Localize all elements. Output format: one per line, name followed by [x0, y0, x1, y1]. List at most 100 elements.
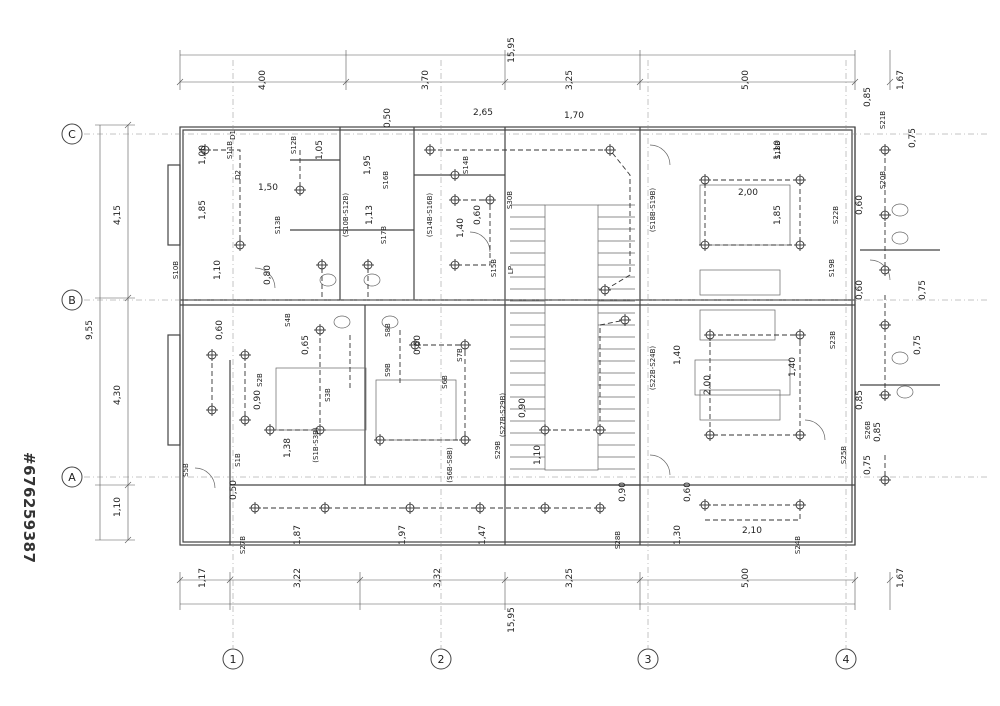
grid-bubble-row-b: B — [61, 289, 83, 311]
fixture-label: S16B — [382, 171, 390, 189]
fixture-label: S8B — [384, 323, 392, 337]
fixture-label: LP — [507, 266, 515, 274]
fixture-label: (S1B-S3B) — [312, 427, 320, 463]
grid-bubble-row-c: C — [61, 123, 83, 145]
fixture-label: S12B — [290, 136, 298, 154]
grid-bubble-col-4: 4 — [835, 648, 857, 670]
fixture-label: S27B — [239, 536, 247, 554]
bottom-dim-1: 1,17 — [198, 568, 208, 588]
svg-text:2: 2 — [438, 653, 445, 666]
interior-dim: 0,85 — [855, 390, 865, 410]
interior-dim: 0,50 — [383, 108, 393, 128]
fixture-label: (S18B-S19B) — [649, 188, 657, 233]
fixture-label: S15B — [490, 259, 498, 277]
interior-dim: 2,65 — [473, 108, 493, 118]
interior-dim: 1,10 — [533, 445, 543, 465]
fixture-label: S10B — [172, 261, 180, 279]
fixture-label: S14B — [462, 156, 470, 174]
interior-dim: 0,60 — [855, 280, 865, 300]
fixture-label: S21B — [879, 111, 887, 129]
fixtures — [194, 144, 914, 489]
dimension-lines — [95, 50, 894, 610]
interior-dim: 1,40 — [456, 218, 466, 238]
interior-dim: 0,75 — [908, 128, 918, 148]
interior-dim: 1,85 — [198, 200, 208, 220]
stock-id-text: #676259387 — [20, 452, 38, 564]
fixture-label: S28B — [614, 531, 622, 549]
interior-dim: 1,10 — [213, 260, 223, 280]
fixture-label: S11B — [226, 141, 234, 159]
interior-dim: 0,90 — [253, 390, 263, 410]
fixture-label: (S27B-S29B) — [499, 393, 507, 438]
fixture-label: S23B — [829, 331, 837, 349]
fixture-label: S26B — [864, 421, 872, 439]
top-dim-2: 3,70 — [421, 70, 431, 90]
interior-dim: 1,38 — [283, 438, 293, 458]
interior-dim: 0,80 — [263, 265, 273, 285]
walls — [167, 126, 940, 546]
svg-text:C: C — [68, 128, 76, 141]
fixture-label: (S14B-S16B) — [426, 193, 434, 238]
top-dim-5: 1,67 — [896, 70, 906, 90]
fixture-label: S13B — [274, 216, 282, 234]
interior-dim: 0,60 — [683, 482, 693, 502]
fixture-label: S20B — [879, 171, 887, 189]
left-dim-2: 4,30 — [113, 385, 123, 405]
interior-dim: 0,75 — [863, 455, 873, 475]
fixture-label: (S22B-S24B) — [649, 346, 657, 391]
overall-top-dim: 15,95 — [507, 37, 517, 63]
fixture-label: S5B — [182, 463, 190, 477]
interior-dim: 1,50 — [258, 183, 278, 193]
svg-text:B: B — [68, 294, 76, 307]
interior-dim: 0,65 — [301, 335, 311, 355]
interior-dim: 1,87 — [293, 525, 303, 545]
stock-id-watermark: #676259387 — [8, 450, 38, 690]
fixture-label: S29B — [494, 441, 502, 459]
bottom-dim-3: 3,32 — [433, 568, 443, 588]
grid-bubble-col-3: 3 — [637, 648, 659, 670]
grid-bubble-col-2: 2 — [430, 648, 452, 670]
left-dim-1: 4,15 — [113, 205, 123, 225]
interior-dim: 2,00 — [738, 188, 758, 198]
interior-dim: 0,60 — [413, 335, 423, 355]
fixture-label: S3B — [324, 388, 332, 402]
interior-dim: 2,10 — [742, 526, 762, 536]
interior-dim: 0,50 — [229, 480, 239, 500]
interior-dim: 1,30 — [673, 525, 683, 545]
top-dim-1: 4,00 — [258, 70, 268, 90]
fixture-label: (S6B-S8B) — [446, 447, 454, 483]
top-dim-3: 3,25 — [565, 70, 575, 90]
bottom-dim-6: 1,67 — [896, 568, 906, 588]
overall-left-dim: 9,55 — [85, 320, 95, 340]
fixture-label: S7B — [456, 348, 464, 362]
interior-dim: 1,85 — [773, 205, 783, 225]
interior-dim: 2,00 — [703, 375, 713, 395]
fixture-label: D1 — [229, 130, 237, 140]
interior-dim: 0,90 — [518, 398, 528, 418]
bottom-dim-4: 3,25 — [565, 568, 575, 588]
fixture-label: S18B — [774, 141, 782, 159]
interior-dim: 1,97 — [398, 525, 408, 545]
interior-dim: 1,47 — [478, 525, 488, 545]
svg-text:3: 3 — [645, 653, 652, 666]
interior-dim: 1,40 — [788, 357, 798, 377]
interior-dim: 1,05 — [315, 140, 325, 160]
fixture-label: S1B — [234, 453, 242, 467]
left-dim-3: 1,10 — [113, 497, 123, 517]
interior-dim: 0,85 — [863, 87, 873, 107]
interior-dim: 0,60 — [215, 320, 225, 340]
bottom-dim-2: 3,22 — [293, 568, 303, 588]
interior-dim: 0,90 — [618, 482, 628, 502]
grid-lines — [84, 60, 990, 648]
interior-dim: 1,00 — [198, 145, 208, 165]
overall-bottom-dim: 15,95 — [507, 607, 517, 633]
svg-text:A: A — [68, 471, 76, 484]
fixture-label: S30B — [506, 191, 514, 209]
bottom-dim-5: 5,00 — [741, 568, 751, 588]
interior-dim: 0,60 — [473, 205, 483, 225]
fixture-label: (S10B-S12B) — [342, 193, 350, 238]
fixture-label: S9B — [384, 363, 392, 377]
top-dim-4: 5,00 — [741, 70, 751, 90]
